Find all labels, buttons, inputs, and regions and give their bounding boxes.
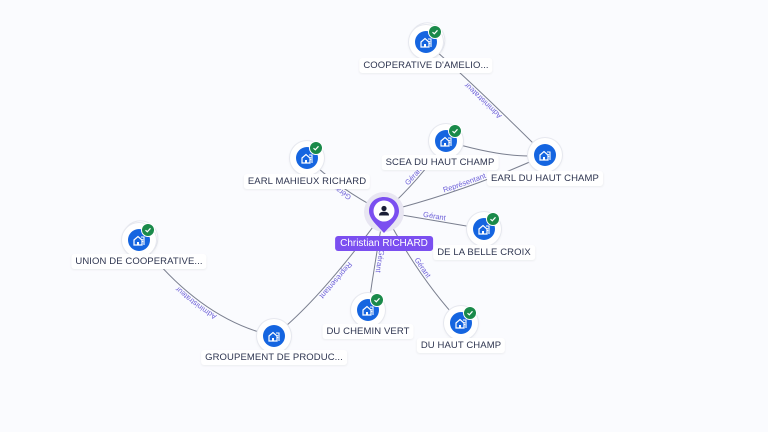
- center-person-label[interactable]: Christian RICHARD: [335, 236, 433, 251]
- map-pin-icon: [369, 197, 399, 233]
- verified-check-icon: [309, 141, 323, 155]
- edge-label: Administrateur: [462, 80, 504, 120]
- verified-check-icon: [486, 212, 500, 226]
- company-node-label[interactable]: DU HAUT CHAMP: [416, 338, 506, 353]
- company-node-label[interactable]: DE LA BELLE CROIX: [433, 245, 535, 260]
- edge-center-earl_haut: [383, 154, 546, 213]
- company-node-label[interactable]: SCEA DU HAUT CHAMP: [381, 155, 499, 170]
- company-node-label[interactable]: UNION DE COOPERATIVE...: [71, 254, 207, 269]
- company-node-label[interactable]: GROUPEMENT DE PRODUC...: [201, 350, 347, 365]
- company-node-label[interactable]: COOPERATIVE D'AMELIO...: [359, 58, 493, 73]
- edge-label: Représentant: [442, 171, 488, 195]
- verified-check-icon: [428, 25, 442, 39]
- person-icon: [379, 205, 389, 216]
- edge-label: Gérant: [422, 210, 447, 223]
- edge-label: Administrateur: [173, 284, 218, 321]
- company-node-label[interactable]: DU CHEMIN VERT: [322, 324, 414, 339]
- edge-label: Gérant: [374, 249, 387, 274]
- building-icon: [263, 325, 285, 347]
- edge-label: Représentant: [317, 260, 354, 301]
- verified-check-icon: [141, 223, 155, 237]
- verified-check-icon: [463, 306, 477, 320]
- verified-check-icon: [448, 124, 462, 138]
- building-icon: [534, 144, 556, 166]
- company-node-label[interactable]: EARL DU HAUT CHAMP: [487, 171, 603, 186]
- verified-check-icon: [370, 293, 384, 307]
- company-node-label[interactable]: EARL MAHIEUX RICHARD: [243, 174, 371, 189]
